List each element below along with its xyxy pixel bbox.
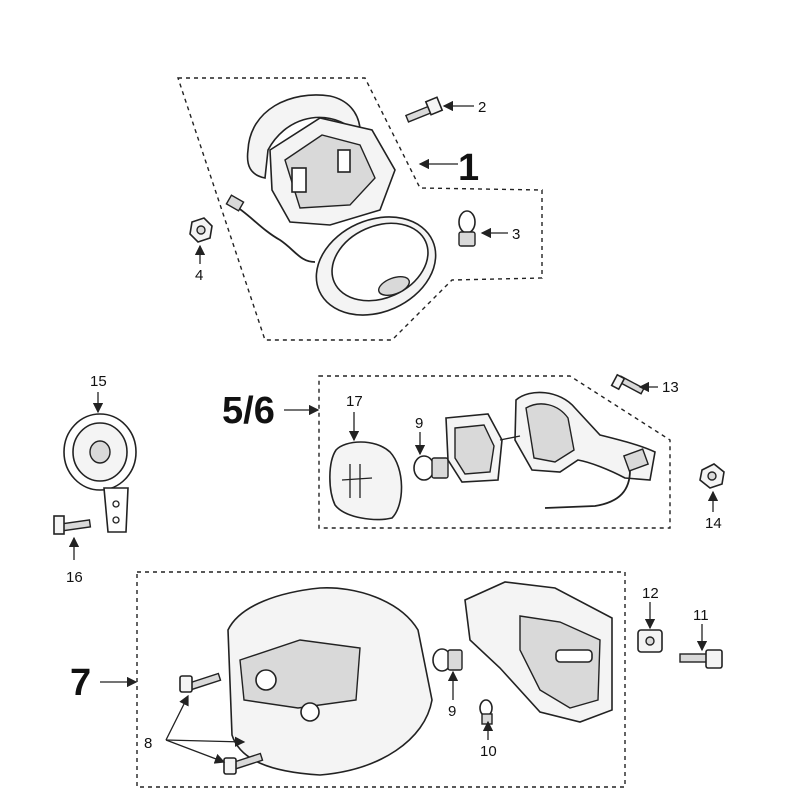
- callout-14: 14: [705, 515, 722, 532]
- clip-nut-12: [637, 629, 663, 653]
- group-label-7: 7: [70, 662, 91, 704]
- screw-2: [404, 96, 444, 123]
- callout-8: 8: [144, 735, 152, 752]
- horn-15: [63, 413, 137, 533]
- headlight-wire: [233, 204, 316, 263]
- callout-9-turn-signal: 9: [415, 415, 423, 432]
- callout-9-tail-light: 9: [448, 703, 456, 720]
- housing-mount-tab: [291, 167, 307, 193]
- turn-signal-group-outline: [318, 375, 671, 529]
- leader-lines: [68, 100, 719, 764]
- turn-signal-bulb-9: [413, 455, 449, 481]
- screw-13: [610, 373, 645, 395]
- bulb-3: [458, 210, 476, 247]
- nut-14: [699, 463, 725, 489]
- callout-12: 12: [642, 585, 659, 602]
- tail-light-bulb-10: [479, 699, 493, 725]
- housing-mount-tab-2: [337, 149, 351, 173]
- group-label-5-6: 5/6: [222, 390, 275, 432]
- nut-4: [189, 217, 213, 243]
- turn-signal-wire: [544, 469, 631, 509]
- callout-16: 16: [66, 569, 83, 586]
- screw-8-lower: [223, 752, 264, 775]
- tail-light-group: [136, 571, 723, 788]
- callout-4: 4: [195, 267, 203, 284]
- headlight-assembly-group: [177, 77, 543, 341]
- headlight-group-outline: [177, 77, 543, 341]
- group-label-1: 1: [458, 147, 479, 189]
- housing-interior: [284, 134, 376, 209]
- callout-11: 11: [693, 607, 709, 624]
- bolt-16: [53, 515, 92, 535]
- callout-10: 10: [480, 743, 497, 760]
- callout-13: 13: [662, 379, 679, 396]
- headlight-connector: [225, 194, 245, 212]
- callout-2: 2: [478, 99, 486, 116]
- callout-3: 3: [512, 226, 520, 243]
- turn-signal-group: [318, 373, 725, 529]
- lens-emblem: [378, 276, 410, 296]
- turn-signal-lens-17: [329, 441, 403, 521]
- callout-15: 15: [90, 373, 107, 390]
- callout-17: 17: [346, 393, 363, 410]
- tail-light-bulb-9: [432, 648, 463, 672]
- bolt-11: [679, 649, 723, 669]
- screw-8-upper: [179, 672, 222, 693]
